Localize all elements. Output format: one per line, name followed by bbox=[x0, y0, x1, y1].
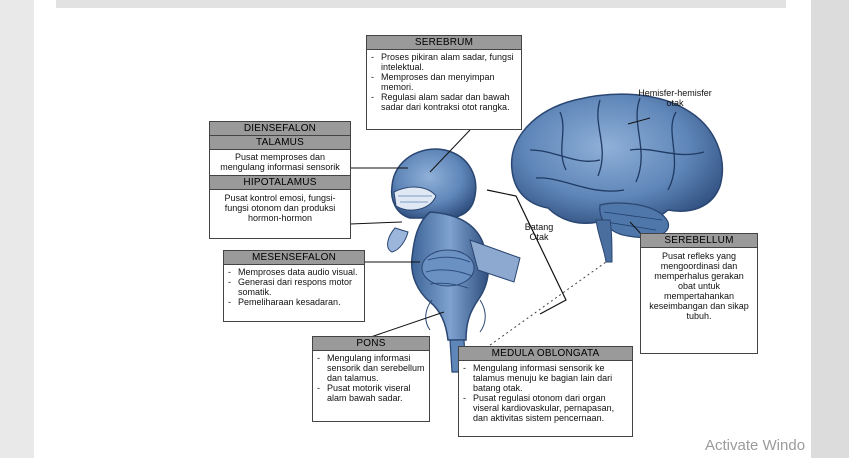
hipotalamus-title: HIPOTALAMUS bbox=[210, 175, 350, 190]
thalamus-shape bbox=[392, 149, 476, 218]
serebellum-description: Pusat refleks yang mengoordinasi dan mem… bbox=[641, 248, 757, 324]
list-item: Pemeliharaan kesadaran. bbox=[227, 297, 361, 307]
pons-list: Mengulang informasi sensorik dan serebel… bbox=[316, 353, 426, 403]
list-item: Regulasi alam sadar dan bawah sadar dari… bbox=[370, 92, 518, 112]
list-item: Mengulang informasi sensorik ke talamus … bbox=[462, 363, 629, 393]
list-item: Pusat motorik viseral alam bawah sadar. bbox=[316, 383, 426, 403]
medula-oblongata-box: MEDULA OBLONGATA Mengulang informasi sen… bbox=[458, 346, 633, 437]
pons-box: PONS Mengulang informasi sensorik dan se… bbox=[312, 336, 430, 422]
hemisfer-label: Hemisfer-hemisfer otak bbox=[632, 88, 718, 108]
hipotalamus-description: Pusat kontrol emosi, fungsi-fungsi otono… bbox=[210, 190, 350, 226]
talamus-title: TALAMUS bbox=[210, 136, 350, 150]
medula-title: MEDULA OBLONGATA bbox=[459, 347, 632, 361]
mesensefalon-list: Memproses data audio visual. Generasi da… bbox=[227, 267, 361, 307]
list-item: Proses pikiran alam sadar, fungsi intele… bbox=[370, 52, 518, 72]
talamus-description: Pusat memproses dan mengulang informasi … bbox=[210, 150, 350, 175]
serebellum-box: SEREBELLUM Pusat refleks yang mengoordin… bbox=[640, 233, 758, 354]
medula-list: Mengulang informasi sensorik ke talamus … bbox=[462, 363, 629, 423]
diensefalon-title: DIENSEFALON bbox=[210, 122, 350, 136]
list-item: Generasi dari respons motor somatik. bbox=[227, 277, 361, 297]
serebrum-list: Proses pikiran alam sadar, fungsi intele… bbox=[370, 52, 518, 112]
list-item: Memproses dan menyimpan memori. bbox=[370, 72, 518, 92]
list-item: Mengulang informasi sensorik dan serebel… bbox=[316, 353, 426, 383]
activate-windows-watermark: Activate Windo bbox=[705, 437, 805, 454]
serebellum-title: SEREBELLUM bbox=[641, 234, 757, 248]
mesensefalon-box: MESENSEFALON Memproses data audio visual… bbox=[223, 250, 365, 322]
batang-otak-label: Batang Otak bbox=[516, 222, 562, 242]
pons-title: PONS bbox=[313, 337, 429, 351]
serebrum-box: SEREBRUM Proses pikiran alam sadar, fung… bbox=[366, 35, 522, 130]
serebrum-title: SEREBRUM bbox=[367, 36, 521, 50]
mesensefalon-title: MESENSEFALON bbox=[224, 251, 364, 265]
list-item: Memproses data audio visual. bbox=[227, 267, 361, 277]
list-item: Pusat regulasi otonom dari organ viseral… bbox=[462, 393, 629, 423]
diensefalon-box: DIENSEFALON TALAMUS Pusat memproses dan … bbox=[209, 121, 351, 239]
